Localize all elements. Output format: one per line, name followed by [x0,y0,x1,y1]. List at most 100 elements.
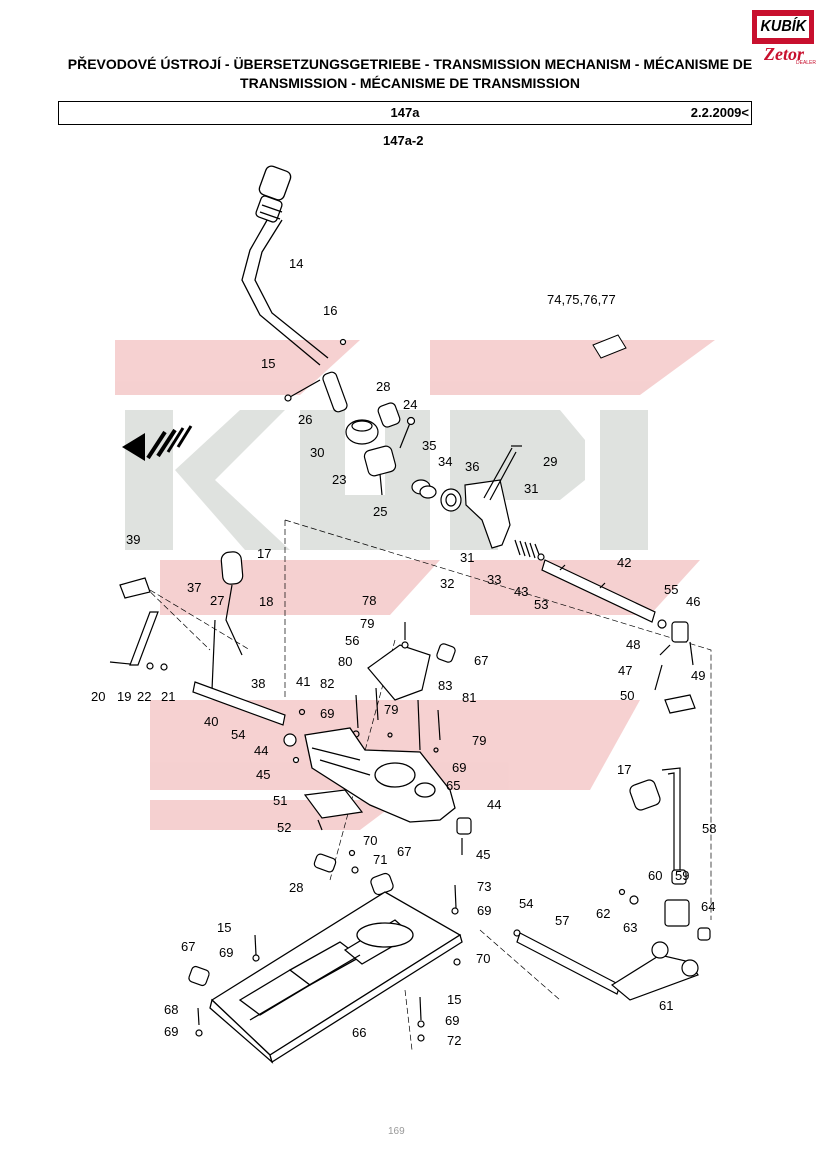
logo-dealer-text: DEALER [796,60,817,66]
callout-69: 69 [320,706,334,721]
callout-23: 23 [332,472,346,487]
sheet-date: 2.2.2009< [690,105,749,120]
callout-47: 47 [618,663,632,678]
callout-67: 67 [397,844,411,859]
callout-33: 33 [487,572,501,587]
callout-24: 24 [403,397,417,412]
callout-27: 27 [210,593,224,608]
callout-68: 68 [164,1002,178,1017]
shift-shaft-part-42 [514,539,667,629]
callout-45: 45 [476,847,490,862]
callout-69: 69 [452,760,466,775]
callout-56: 56 [345,633,359,648]
callout-72: 72 [447,1033,461,1048]
callout-14: 14 [289,256,303,271]
callout-65: 65 [446,778,460,793]
callout-67: 67 [474,653,488,668]
assembly-guide-lines [137,519,712,1051]
logo-badge: KUBÍK [752,10,814,44]
pin-part-26 [284,338,348,413]
callout-16: 16 [323,303,337,318]
sheet-header-box: 147a 2.2.2009< [58,101,752,125]
callout-22: 22 [137,689,151,704]
callout-34: 34 [438,454,452,469]
callout-28: 28 [289,880,303,895]
callout-62: 62 [596,906,610,921]
callout-74-75-76-77: 74,75,76,77 [547,292,616,307]
callout-44: 44 [487,797,501,812]
callout-26: 26 [298,412,312,427]
callout-17: 17 [617,762,631,777]
left-linkage [109,551,300,764]
callout-17: 17 [257,546,271,561]
callout-37: 37 [187,580,201,595]
callout-49: 49 [691,668,705,683]
callout-79: 79 [360,616,374,631]
callout-44: 44 [254,743,268,758]
callout-42: 42 [617,555,631,570]
callout-63: 63 [623,920,637,935]
callout-82: 82 [320,676,334,691]
callout-58: 58 [702,821,716,836]
callout-29: 29 [543,454,557,469]
callout-71: 71 [373,852,387,867]
document-title: PŘEVODOVÉ ÚSTROJÍ - ÜBERSETZUNGSGETRIEBE… [40,55,780,93]
callout-64: 64 [701,899,715,914]
callout-50: 50 [620,688,634,703]
callout-57: 57 [555,913,569,928]
page-number: 169 [388,1126,405,1137]
base-plate-fasteners [188,934,461,1042]
kubik-zetor-logo: KUBÍK Zetor DEALER [752,10,817,66]
callout-80: 80 [338,654,352,669]
callout-69: 69 [164,1024,178,1039]
label-plate-part-74 [592,334,627,359]
callout-54: 54 [519,896,533,911]
sheet-number: 147a [390,105,420,120]
cover-plate-part-56 [367,622,456,701]
callout-31: 31 [460,550,474,565]
callout-83: 83 [438,678,452,693]
callout-46: 46 [686,594,700,609]
callout-79: 79 [384,702,398,717]
callout-53: 53 [534,597,548,612]
logo-zetor-text: Zetor [764,44,804,64]
callout-18: 18 [259,594,273,609]
callout-19: 19 [117,689,131,704]
gearbox-housing-part-65 [304,727,456,823]
callout-25: 25 [373,504,387,519]
callout-43: 43 [514,584,528,599]
direction-arrow-icon [122,425,193,461]
logo-brand-text: KUBÍK [760,18,806,35]
callout-69: 69 [445,1013,459,1028]
callout-81: 81 [462,690,476,705]
callout-15: 15 [217,920,231,935]
callout-70: 70 [476,951,490,966]
callout-69: 69 [219,945,233,960]
shaft-part-57 [513,929,699,1001]
title-line-2: TRANSMISSION - MÉCANISME DE TRANSMISSION [240,75,580,91]
gasket-part-51 [303,789,364,831]
callout-48: 48 [626,637,640,652]
callout-45: 45 [256,767,270,782]
lever-part-44 [456,817,472,855]
callout-54: 54 [231,727,245,742]
lower-fittings [313,849,459,915]
shift-linkage-right [654,621,696,714]
right-bracket-assembly [618,888,711,941]
gear-lever-part-14 [241,165,329,366]
callout-70: 70 [363,833,377,848]
callout-36: 36 [465,459,479,474]
callout-79: 79 [472,733,486,748]
callout-67: 67 [181,939,195,954]
callout-78: 78 [362,593,376,608]
callout-61: 61 [659,998,673,1013]
callout-60: 60 [648,868,662,883]
callout-52: 52 [277,820,291,835]
ball-joint-assembly [345,402,416,449]
callout-35: 35 [422,438,436,453]
callout-38: 38 [251,676,265,691]
callout-15: 15 [447,992,461,1007]
diagram-subtitle: 147a-2 [383,133,424,148]
title-line-1: PŘEVODOVÉ ÚSTROJÍ - ÜBERSETZUNGSGETRIEBE… [67,56,753,72]
